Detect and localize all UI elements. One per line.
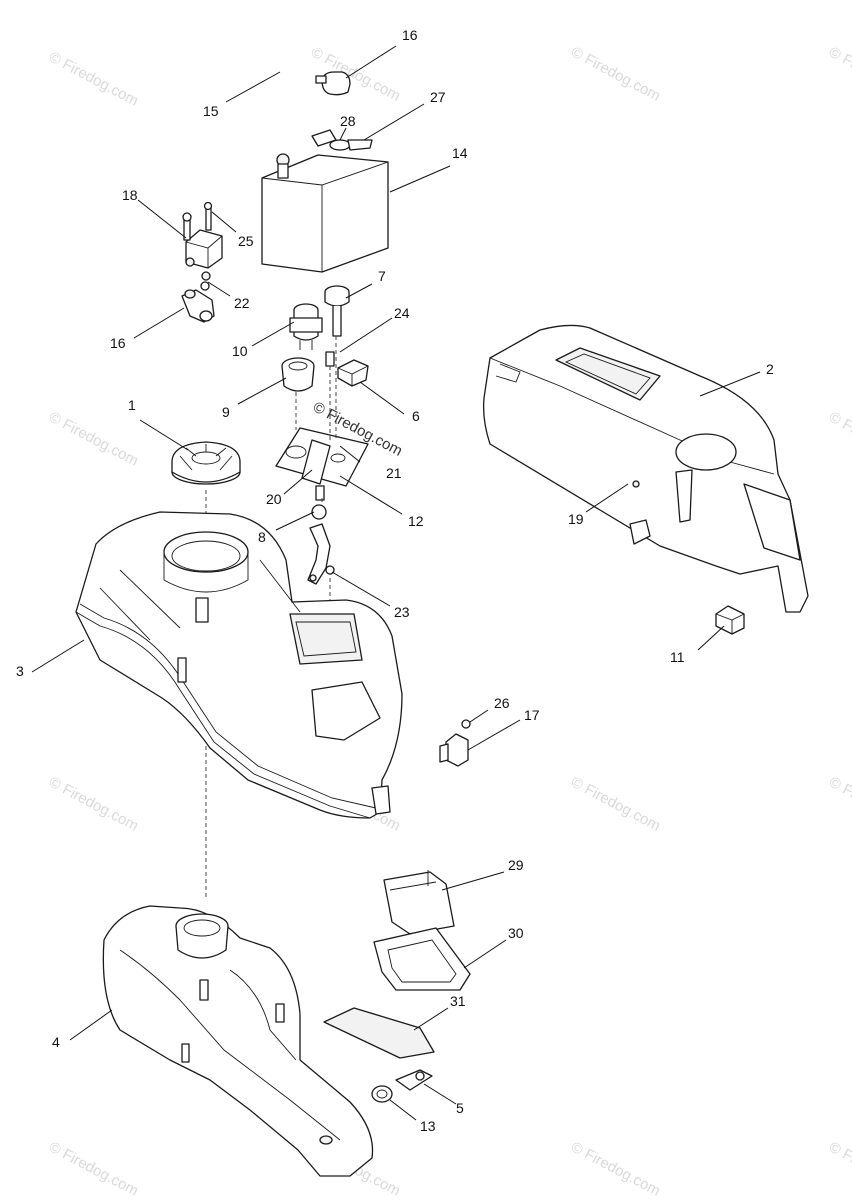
watermark: © Firedog.com xyxy=(568,1139,663,1200)
callout-12: 12 xyxy=(408,513,424,529)
watermark: © Firedog.com xyxy=(568,774,663,835)
callout-5: 5 xyxy=(456,1100,464,1116)
shield-31 xyxy=(323,1007,435,1059)
callout-9: 9 xyxy=(222,404,230,420)
watermark: © Firedog.com xyxy=(826,409,852,470)
callout-16-bottom: 16 xyxy=(110,335,126,351)
callout-labels: 1 2 3 4 5 6 7 8 9 10 11 12 13 14 15 16 1… xyxy=(16,27,774,1134)
watermark: © Firedog.com xyxy=(568,44,663,105)
battery-cable-end xyxy=(315,71,351,96)
callout-25: 25 xyxy=(238,233,254,249)
callout-13: 13 xyxy=(420,1118,436,1134)
callout-24: 24 xyxy=(394,305,410,321)
callout-8: 8 xyxy=(258,529,266,545)
callout-10: 10 xyxy=(232,343,248,359)
rear-cover xyxy=(482,324,809,613)
callout-15: 15 xyxy=(203,103,219,119)
callout-21: 21 xyxy=(386,465,402,481)
watermark: © Firedog.com xyxy=(308,44,403,105)
switch-knob xyxy=(324,285,350,337)
callout-3: 3 xyxy=(16,663,24,679)
watermark: © Firedog.com xyxy=(826,774,852,835)
callout-2: 2 xyxy=(766,361,774,377)
light-switch xyxy=(281,357,315,392)
watermark: © Firedog.com xyxy=(46,774,141,835)
callout-17: 17 xyxy=(524,707,540,723)
callout-18: 18 xyxy=(122,187,138,203)
callout-14: 14 xyxy=(452,145,468,161)
bolt-24 xyxy=(325,351,335,367)
callout-4: 4 xyxy=(52,1034,60,1050)
watermark: © Firedog.com xyxy=(46,1139,141,1200)
watermark: © Firedog.com xyxy=(826,1139,852,1200)
callout-1: 1 xyxy=(128,397,136,413)
watermark: © Firedog.com xyxy=(46,49,141,110)
ignition-switch xyxy=(289,303,323,350)
gasket-30 xyxy=(373,927,471,991)
callout-20: 20 xyxy=(266,491,282,507)
fuel-tank-cover xyxy=(75,511,403,819)
callout-23: 23 xyxy=(394,604,410,620)
choke-lever xyxy=(307,504,331,585)
callout-30: 30 xyxy=(508,925,524,941)
grommet-13 xyxy=(371,1085,393,1103)
callout-22: 22 xyxy=(234,295,250,311)
heat-shield-29 xyxy=(383,870,455,935)
callout-16-top: 16 xyxy=(402,27,418,43)
watermark: © Firedog.com xyxy=(46,409,141,470)
callout-26: 26 xyxy=(494,695,510,711)
brake-switch xyxy=(439,719,471,767)
battery-vent-tube xyxy=(281,26,373,148)
callout-31: 31 xyxy=(450,993,466,1009)
starter-solenoid xyxy=(182,201,223,281)
callout-19: 19 xyxy=(568,511,584,527)
callout-11: 11 xyxy=(670,649,685,665)
callout-7: 7 xyxy=(378,268,386,284)
fuel-valve xyxy=(395,1069,433,1091)
callout-27: 27 xyxy=(430,89,446,105)
fuel-cap xyxy=(171,441,241,485)
callout-28: 28 xyxy=(340,113,356,129)
connector-6 xyxy=(337,359,369,387)
watermark: © Firedog.com xyxy=(826,44,852,105)
leader-lines xyxy=(31,45,761,1121)
battery xyxy=(261,129,389,273)
fuel-tank xyxy=(102,905,374,1177)
callout-29: 29 xyxy=(508,857,524,873)
cable-clamp xyxy=(181,281,215,323)
callout-6: 6 xyxy=(412,408,420,424)
